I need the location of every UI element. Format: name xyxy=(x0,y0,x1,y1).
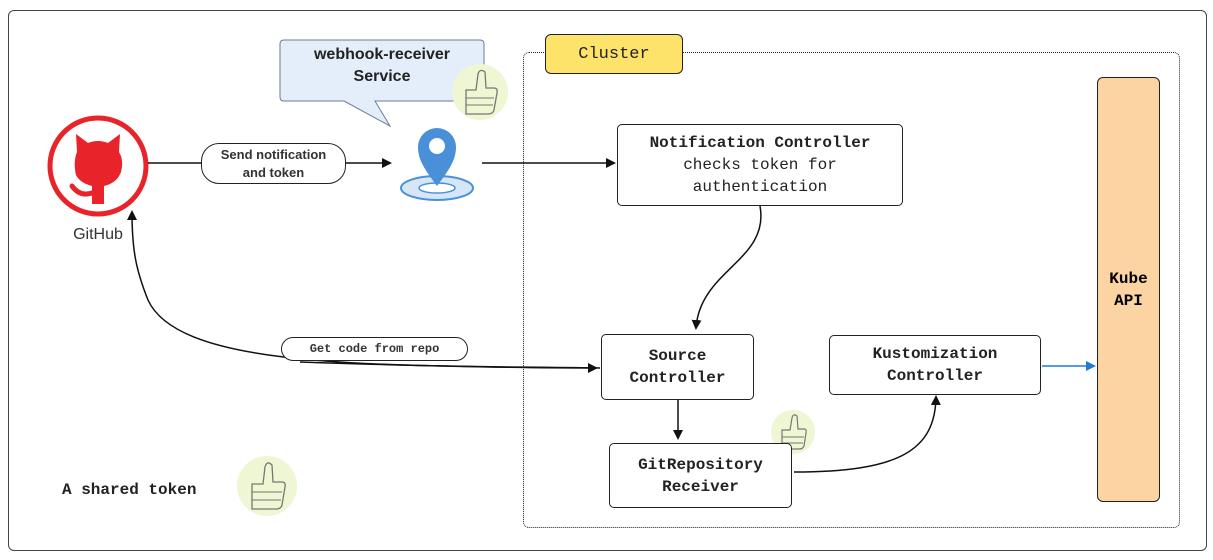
send-notification-line-1: Send notification xyxy=(220,146,327,162)
thumbs-up-icon xyxy=(452,64,508,120)
kube-api-line-1: Kube xyxy=(1109,270,1148,288)
notification-controller-title: Notification Controller xyxy=(649,134,871,152)
callout-line-2: Service xyxy=(353,68,411,85)
cluster-label: Cluster xyxy=(545,34,683,74)
notification-controller-line-3: authentication xyxy=(692,178,828,196)
notification-controller-line-2: checks token for xyxy=(683,156,837,174)
source-controller-line-2: Controller xyxy=(629,369,726,387)
thumbs-up-icon xyxy=(237,456,297,516)
kube-api-node: Kube API xyxy=(1097,77,1160,502)
github-label: GitHub xyxy=(73,226,123,243)
webhook-callout-bubble xyxy=(279,39,485,128)
send-notification-edge-label: Send notification and token xyxy=(201,143,346,184)
kustomization-controller-line-1: Kustomization xyxy=(872,345,998,363)
location-pin-icon xyxy=(400,128,474,201)
gitrepository-receiver-line-1: GitRepository xyxy=(638,455,763,474)
get-code-edge-label: Get code from repo xyxy=(281,337,468,361)
shared-token-legend: A shared token xyxy=(62,481,197,499)
gitrepository-receiver-node: GitRepository Receiver xyxy=(609,443,792,508)
source-controller-node: Source Controller xyxy=(601,334,754,400)
diagram-frame xyxy=(8,10,1207,551)
kustomization-controller-node: Kustomization Controller xyxy=(829,335,1041,395)
webhook-receiver-callout: webhook-receiver Service xyxy=(280,44,484,88)
source-controller-line-1: Source xyxy=(648,347,707,365)
kube-api-line-2: API xyxy=(1114,292,1143,310)
github-icon xyxy=(47,115,149,217)
gitrepository-receiver-line-2: Receiver xyxy=(662,477,739,496)
callout-line-1: webhook-receiver xyxy=(313,46,451,63)
kustomization-controller-line-2: Controller xyxy=(886,367,983,385)
cluster-boundary xyxy=(523,52,1180,528)
send-notification-line-2: and token xyxy=(242,164,305,180)
notification-controller-node: Notification Controller checks token for… xyxy=(617,124,903,206)
